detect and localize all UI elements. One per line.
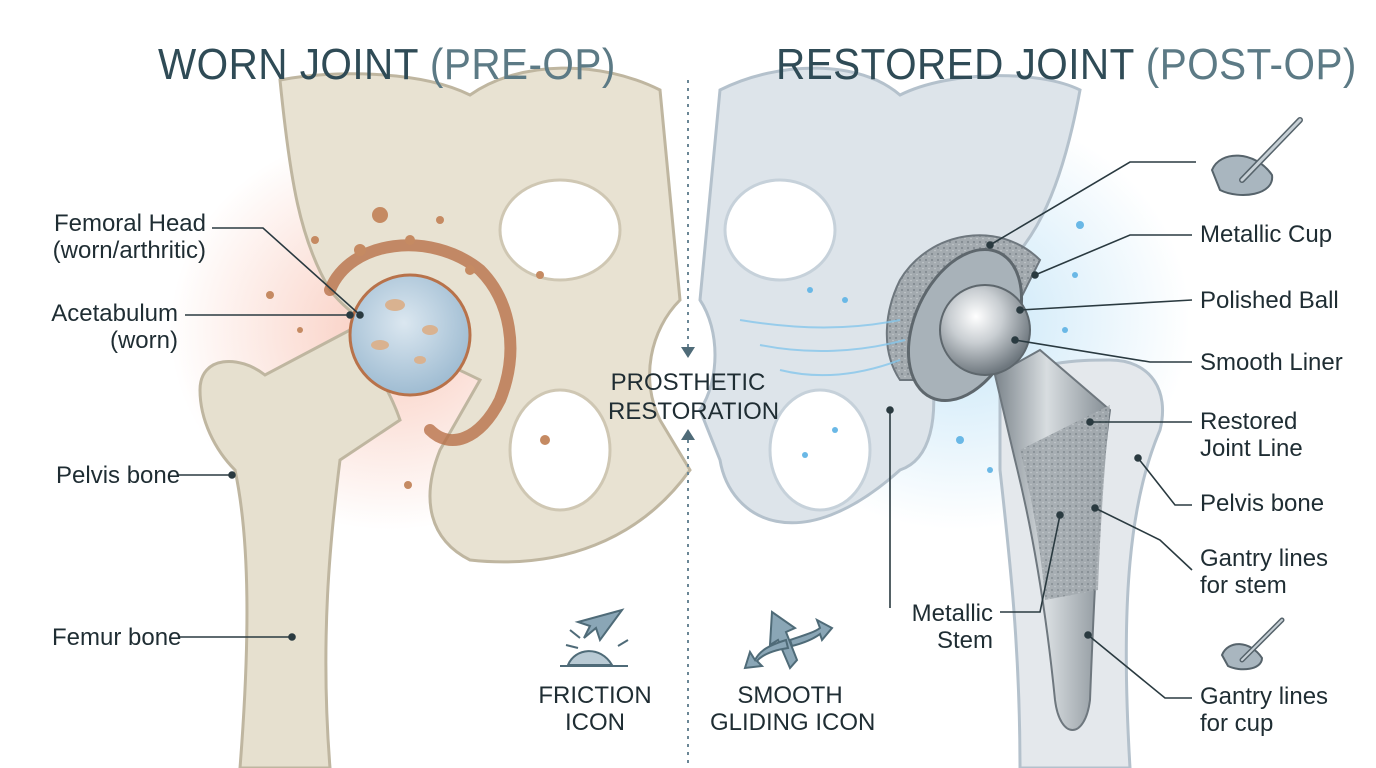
label-pelvis-bone-right: Pelvis bone bbox=[1200, 490, 1325, 517]
friction-icon bbox=[560, 608, 629, 667]
arrow-down-icon bbox=[681, 347, 695, 358]
label-smooth-liner: Smooth Liner bbox=[1200, 349, 1343, 376]
title-post-op-main: RESTORED JOINT bbox=[776, 40, 1135, 89]
label-femur-bone: Femur bone bbox=[52, 624, 182, 651]
arrow-up-icon bbox=[681, 429, 695, 440]
worn-head-lesions bbox=[371, 299, 438, 364]
smooth-gliding-icon bbox=[743, 610, 834, 670]
label-polished-ball: Polished Ball bbox=[1200, 287, 1339, 314]
label-metallic-cup: Metallic Cup bbox=[1200, 221, 1333, 248]
title-pre-op: WORN JOINT (PRE-OP) bbox=[158, 40, 616, 90]
right-pelvis-bone bbox=[698, 66, 1082, 525]
label-gantry-lines-stem: Gantry lines for stem bbox=[1200, 545, 1329, 599]
label-metallic-stem: Metallic Stem bbox=[911, 600, 993, 654]
title-post-op-sub: (POST-OP) bbox=[1145, 40, 1357, 89]
left-femur-bone bbox=[198, 328, 402, 768]
bone-erosion-spots bbox=[266, 207, 550, 489]
glide-sparkles bbox=[802, 221, 1084, 473]
right-leader-lines bbox=[886, 161, 1196, 699]
label-gantry-lines-cup: Gantry lines for cup bbox=[1200, 683, 1329, 737]
title-pre-op-sub: (PRE-OP) bbox=[429, 40, 616, 89]
worn-acetabulum bbox=[324, 239, 517, 446]
title-post-op: RESTORED JOINT (POST-OP) bbox=[776, 40, 1357, 90]
glide-motion-lines bbox=[739, 319, 906, 377]
label-friction-icon: FRICTION ICON bbox=[538, 682, 652, 736]
worn-femoral-head bbox=[348, 273, 472, 397]
label-acetabulum: Acetabulum (worn) bbox=[51, 300, 178, 354]
label-femoral-head: Femoral Head (worn/arthritic) bbox=[52, 210, 206, 264]
title-pre-op-main: WORN JOINT bbox=[158, 40, 419, 89]
surgical-probe-small-icon bbox=[1220, 617, 1285, 671]
polished-ball bbox=[939, 284, 1031, 376]
label-smooth-gliding-icon: SMOOTH GLIDING ICON bbox=[710, 682, 876, 736]
porous-coating bbox=[1020, 405, 1110, 600]
surgical-probe-icon bbox=[1210, 117, 1303, 196]
left-pelvis-bone bbox=[278, 66, 692, 564]
label-pelvis-bone-left: Pelvis bone bbox=[56, 462, 181, 489]
label-prosthetic-restoration: PROSTHETIC RESTORATION bbox=[608, 369, 780, 425]
label-restored-joint-line: Restored Joint Line bbox=[1200, 408, 1303, 462]
left-leader-lines bbox=[178, 227, 364, 641]
